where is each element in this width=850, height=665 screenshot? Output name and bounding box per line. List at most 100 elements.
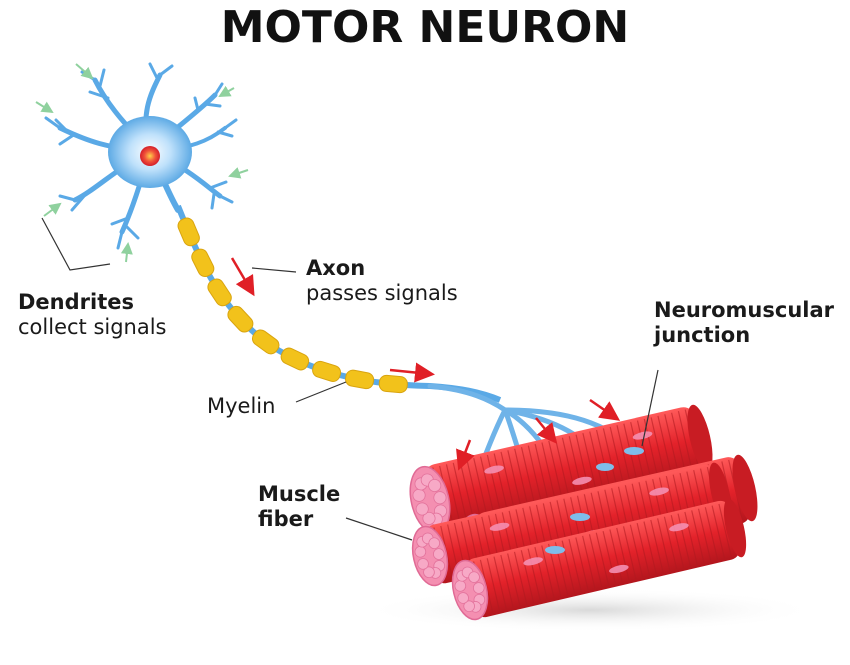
- striation: [657, 415, 673, 477]
- striation: [479, 559, 494, 613]
- striation: [697, 508, 712, 562]
- striation: [568, 436, 584, 497]
- striation: [664, 414, 680, 475]
- muscle-fiber-bundle: [409, 404, 758, 621]
- striation: [555, 439, 571, 500]
- myofibril: [417, 558, 429, 570]
- muscle-shadow: [360, 588, 820, 632]
- nmj-line1: Neuromuscular: [654, 298, 835, 322]
- dendrites-name: Dendrites: [18, 290, 134, 314]
- striation: [479, 456, 496, 518]
- myelin-segment: [207, 278, 232, 307]
- striation: [500, 554, 514, 608]
- myelin-label: Myelin: [207, 394, 276, 418]
- striation: [473, 458, 489, 519]
- striation: [602, 428, 618, 489]
- muscle-fiber-label: Muscle fiber: [258, 482, 340, 532]
- signal-arrows: [230, 257, 621, 471]
- striation: [527, 548, 542, 602]
- striation: [582, 432, 598, 494]
- leader-lines: [41, 217, 659, 541]
- myofibril: [472, 582, 485, 594]
- striation: [493, 556, 507, 610]
- muscle-nucleus: [649, 487, 669, 496]
- myelin-segment: [280, 347, 310, 371]
- muscle-nucleus: [609, 564, 629, 574]
- myofibril: [428, 537, 441, 549]
- striation: [500, 451, 516, 513]
- striation: [520, 550, 535, 603]
- myofibril: [432, 548, 445, 560]
- myelin-segment: [251, 329, 280, 355]
- myofibril: [457, 592, 469, 604]
- muscle-fiber-far-end: [732, 454, 758, 522]
- muscle-nucleus: [572, 476, 592, 485]
- myofibril: [428, 478, 442, 493]
- striation: [677, 513, 691, 567]
- striation: [561, 437, 577, 499]
- striation: [595, 429, 612, 491]
- axon-name: Axon: [306, 256, 366, 280]
- striation: [650, 417, 666, 478]
- striation: [514, 448, 530, 510]
- striation: [513, 551, 528, 605]
- striation: [636, 523, 651, 576]
- striation: [568, 538, 582, 592]
- striation: [595, 532, 610, 586]
- axon-label: Axon passes signals: [306, 256, 458, 306]
- muscle-fiber-far-end: [687, 404, 713, 472]
- myelin-segment: [177, 217, 200, 247]
- striation: [459, 461, 475, 522]
- striation: [657, 518, 671, 572]
- muscle-nucleus: [632, 431, 653, 440]
- striation: [718, 503, 732, 557]
- muscle-fiber-far-end: [723, 498, 747, 558]
- axon-description: passes signals: [306, 280, 458, 305]
- muscle-nucleus: [669, 523, 689, 532]
- striation: [609, 426, 625, 488]
- striation: [507, 450, 523, 511]
- striation: [684, 511, 698, 565]
- striation: [643, 418, 659, 480]
- myelin-segment: [227, 305, 254, 333]
- striation: [663, 516, 678, 570]
- end-plates: [545, 447, 644, 554]
- neuromuscular-junction-label: Neuromuscular junction: [654, 298, 834, 348]
- input-arrows: [35, 63, 249, 263]
- muscle-nucleus: [489, 522, 510, 531]
- striation: [520, 447, 536, 508]
- striation: [622, 526, 637, 580]
- striation: [616, 425, 632, 486]
- striation: [541, 442, 557, 504]
- striation: [588, 534, 603, 588]
- myelin-sheath: [177, 217, 408, 394]
- striation: [541, 545, 555, 599]
- striation: [507, 553, 521, 607]
- muscle-fiber: [409, 404, 713, 535]
- dendrites-label: Dendrites collect signals: [18, 290, 167, 340]
- striation: [602, 530, 616, 584]
- striation: [616, 527, 630, 581]
- striation: [548, 440, 564, 502]
- muscle-nucleus: [484, 465, 504, 474]
- striation: [711, 505, 726, 559]
- striation: [609, 529, 623, 583]
- myelin-segment: [191, 248, 215, 278]
- striation: [575, 434, 591, 496]
- striation: [704, 507, 719, 560]
- muscle-line1: Muscle: [258, 482, 341, 506]
- striation: [671, 412, 687, 474]
- striation: [534, 546, 548, 600]
- myofibril: [468, 571, 480, 583]
- nucleus: [140, 146, 160, 166]
- striation: [445, 464, 461, 525]
- striation: [486, 558, 501, 611]
- striation: [670, 515, 685, 568]
- myofibril: [433, 491, 447, 505]
- striation: [452, 462, 468, 524]
- striation: [527, 445, 543, 507]
- striation: [589, 431, 605, 493]
- myelin-segment: [378, 374, 408, 394]
